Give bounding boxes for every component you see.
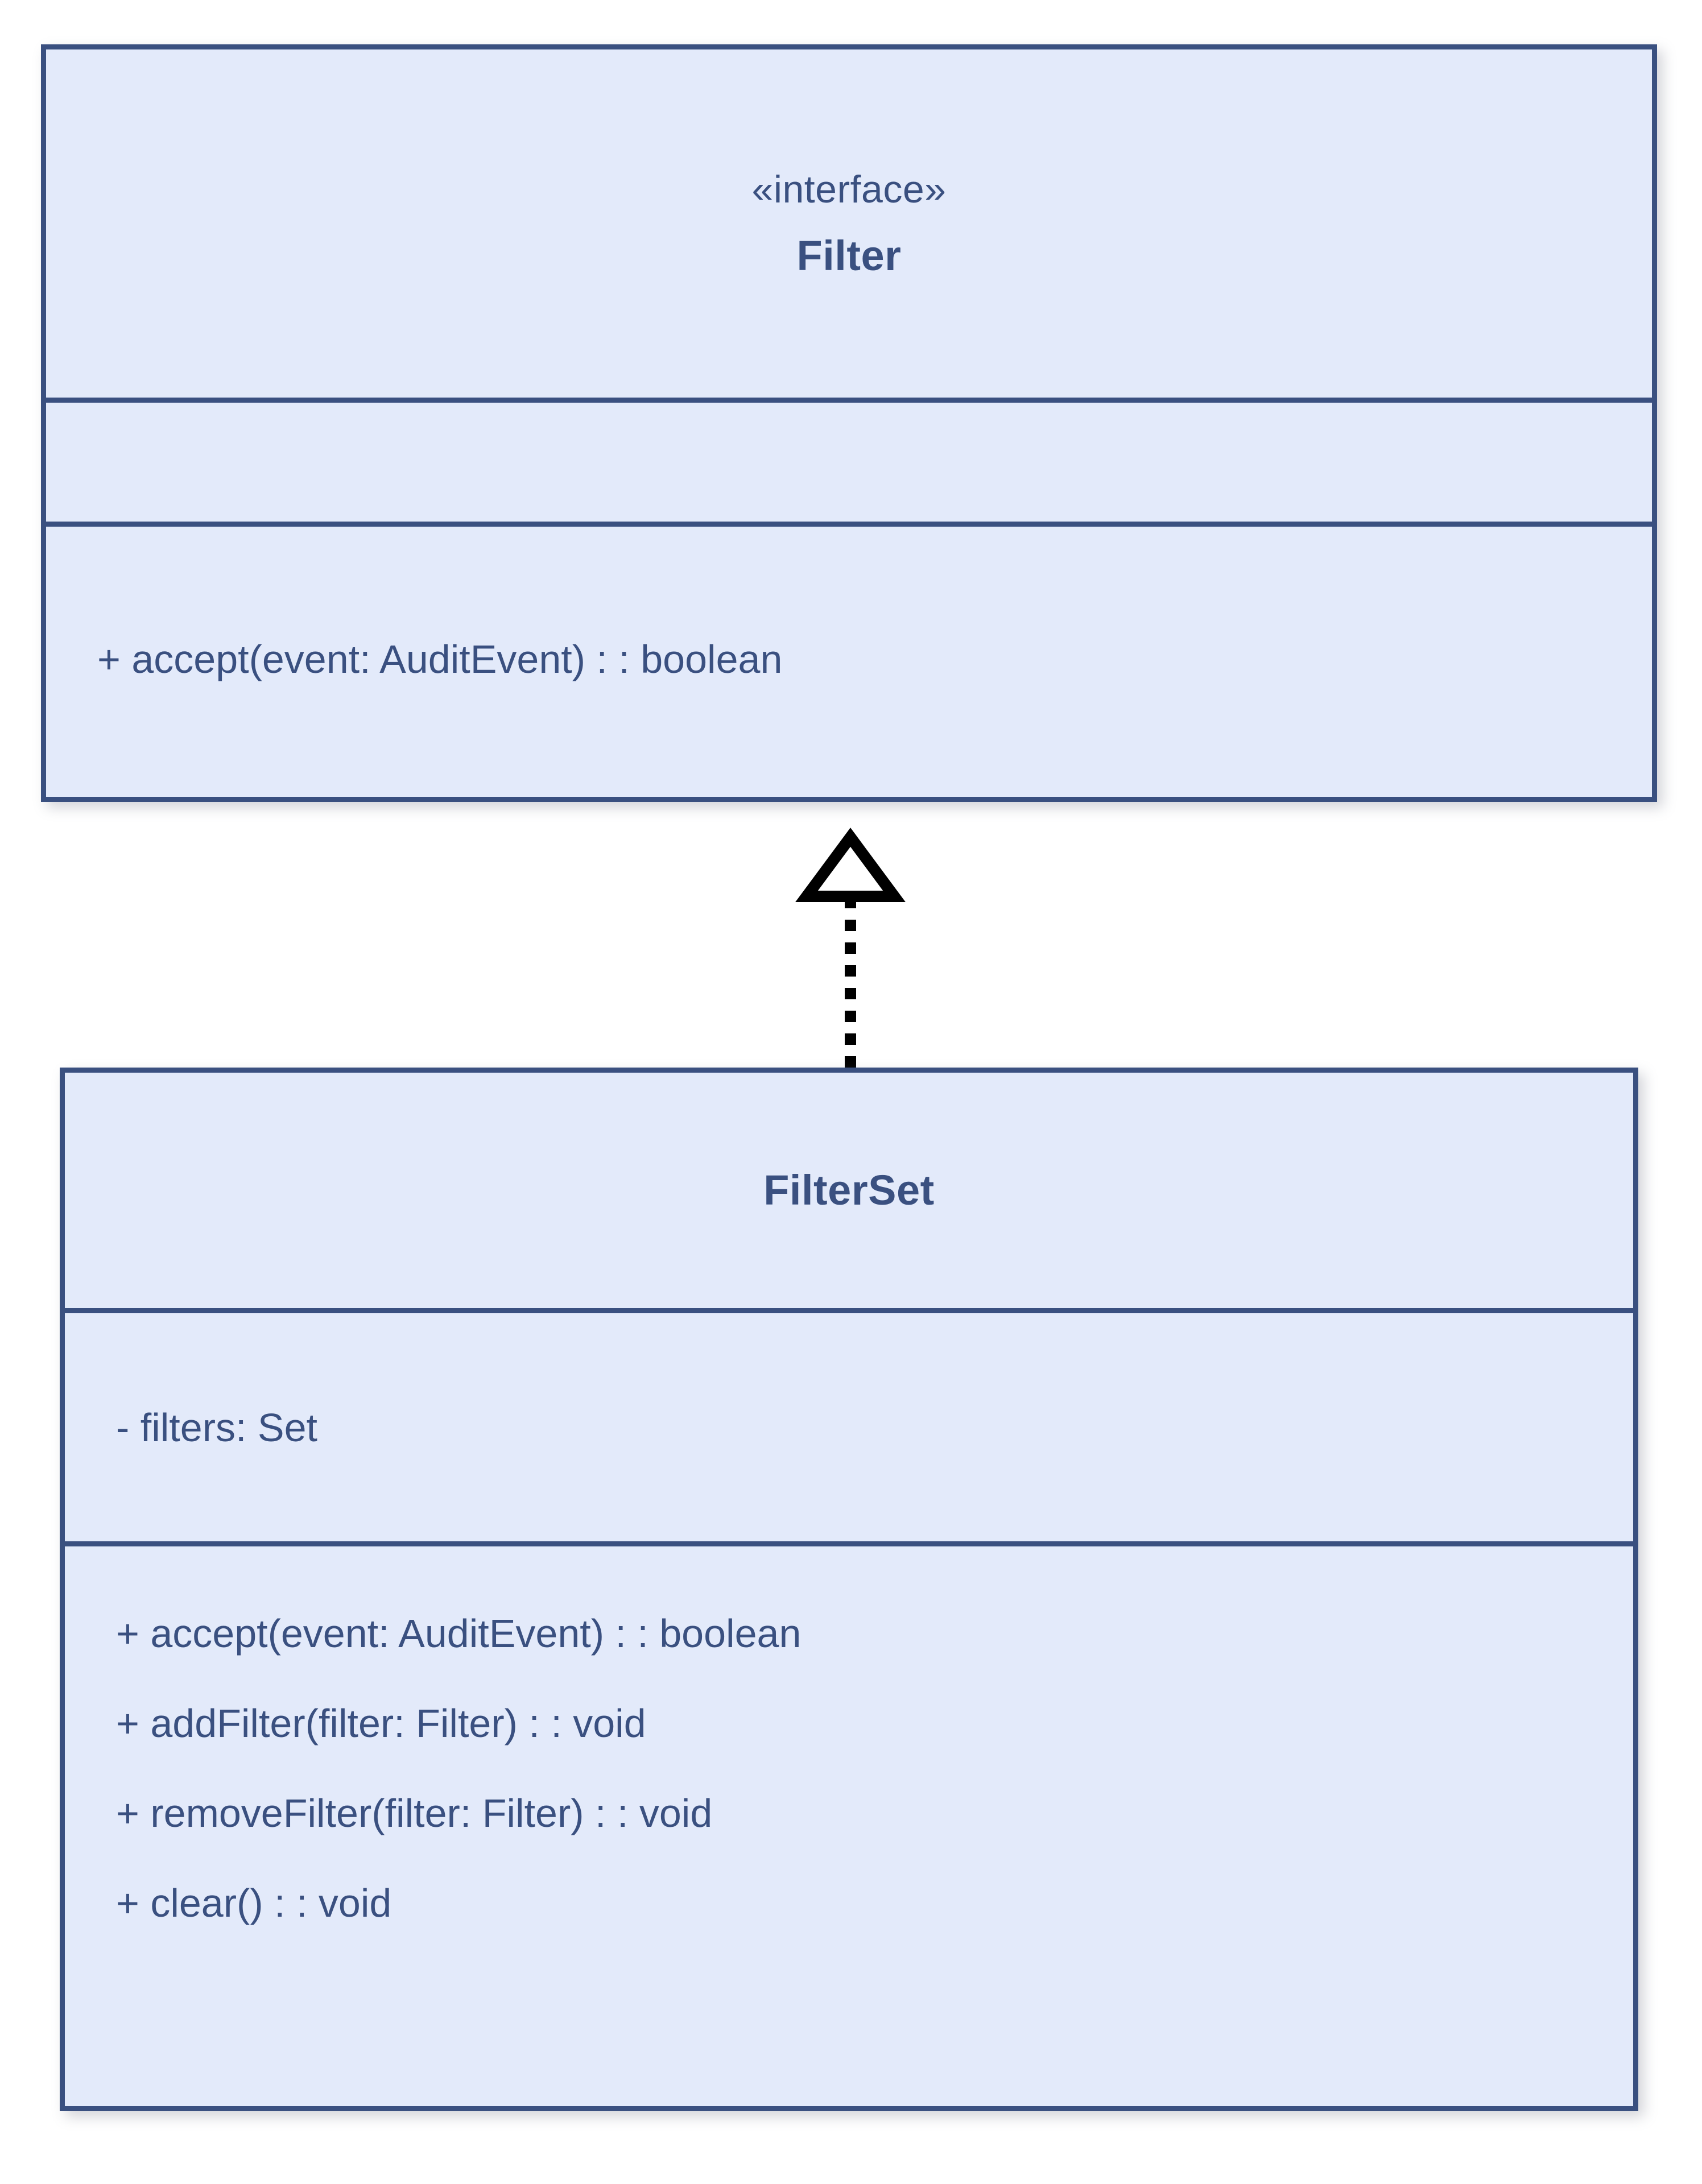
- uml-class-filterset[interactable]: FilterSet - filters: Set + accept(event:…: [60, 1068, 1638, 2111]
- class-filterset-attribute-0: - filters: Set: [116, 1405, 317, 1450]
- class-filterset-methods: + accept(event: AuditEvent) : : boolean …: [65, 1541, 1633, 2106]
- class-filterset-method-2: + removeFilter(filter: Filter) : : void: [116, 1791, 713, 1835]
- class-filter-stereotype: «interface»: [751, 168, 947, 211]
- class-filterset-method-0: + accept(event: AuditEvent) : : boolean: [116, 1611, 802, 1656]
- uml-class-filter[interactable]: «interface» Filter + accept(event: Audit…: [41, 44, 1657, 802]
- class-filter-methods: + accept(event: AuditEvent) : : boolean: [46, 522, 1652, 792]
- class-filterset-method-1: + addFilter(filter: Filter) : : void: [116, 1701, 646, 1745]
- class-filter-method-0: + accept(event: AuditEvent) : : boolean: [97, 637, 783, 681]
- class-filter-attributes: [46, 398, 1652, 522]
- class-filterset-name: FilterSet: [763, 1167, 935, 1214]
- class-filterset-method-3: + clear() : : void: [116, 1881, 392, 1925]
- class-filter-name: Filter: [796, 232, 902, 279]
- class-filterset-header: FilterSet: [65, 1073, 1633, 1308]
- class-filterset-attributes: - filters: Set: [65, 1308, 1633, 1541]
- class-filter-header: «interface» Filter: [46, 49, 1652, 398]
- hollow-triangle-arrowhead-icon: [795, 828, 906, 902]
